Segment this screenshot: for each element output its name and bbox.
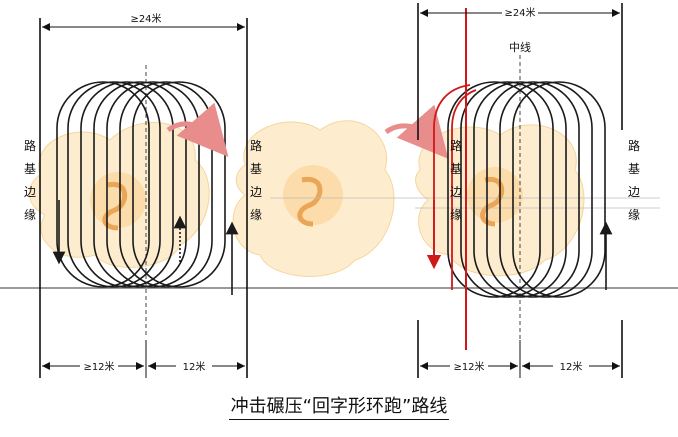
middle-panel: 路 基 边 缘 <box>166 102 449 222</box>
svg-text:基: 基 <box>628 162 640 176</box>
loop-group-right <box>447 81 606 298</box>
svg-text:边: 边 <box>628 185 640 199</box>
svg-text:缘: 缘 <box>250 208 262 222</box>
watermark-middle <box>232 120 395 277</box>
dim-top-right-label: ≥24米 <box>504 6 535 19</box>
left-panel: ≥24米 ≥12米 12米 路 基 边 缘 <box>24 12 248 378</box>
dim-bottom-left-a-label: ≥12米 <box>83 360 114 373</box>
transition-arrow-1 <box>166 102 229 157</box>
dim-bottom-left-b-label: 12米 <box>183 360 206 373</box>
dim-top-left-label: ≥24米 <box>130 12 161 25</box>
first-pass-red-loop <box>433 84 477 290</box>
svg-text:基: 基 <box>250 162 262 176</box>
watermark-group <box>28 120 585 277</box>
svg-text:基: 基 <box>450 162 462 176</box>
svg-text:路: 路 <box>24 138 36 153</box>
figure-caption-text: 冲击碾压“回字形环跑”路线 <box>228 396 450 420</box>
dim-bottom-right-b-label: 12米 <box>560 360 583 373</box>
svg-text:路: 路 <box>250 138 262 153</box>
svg-text:边: 边 <box>24 185 36 199</box>
transition-arrow-2 <box>384 104 449 159</box>
svg-text:边: 边 <box>450 185 462 199</box>
figure-caption: 冲击碾压“回字形环跑”路线 <box>0 392 678 420</box>
subgrade-edge-label-right-outer: 路 基 边 缘 <box>628 138 640 222</box>
svg-text:缘: 缘 <box>628 208 640 222</box>
svg-text:路: 路 <box>628 138 640 153</box>
subgrade-edge-label-middle: 路 基 边 缘 <box>250 138 262 222</box>
dim-bottom-right-a-label: ≥12米 <box>453 360 484 373</box>
subgrade-edge-label-left: 路 基 边 缘 <box>24 138 36 222</box>
svg-text:边: 边 <box>250 185 262 199</box>
svg-text:缘: 缘 <box>24 208 36 222</box>
svg-text:缘: 缘 <box>450 208 462 222</box>
subgrade-edge-label-right-inner: 路 基 边 缘 <box>450 138 462 222</box>
svg-text:基: 基 <box>24 162 36 176</box>
right-panel: 中线 ≥24米 ≥12米 12米 路 基 边 缘 路 基 边 缘 <box>417 3 640 378</box>
svg-text:路: 路 <box>450 138 462 153</box>
loop-group-left <box>56 81 226 288</box>
centerline-label: 中线 <box>509 40 531 54</box>
